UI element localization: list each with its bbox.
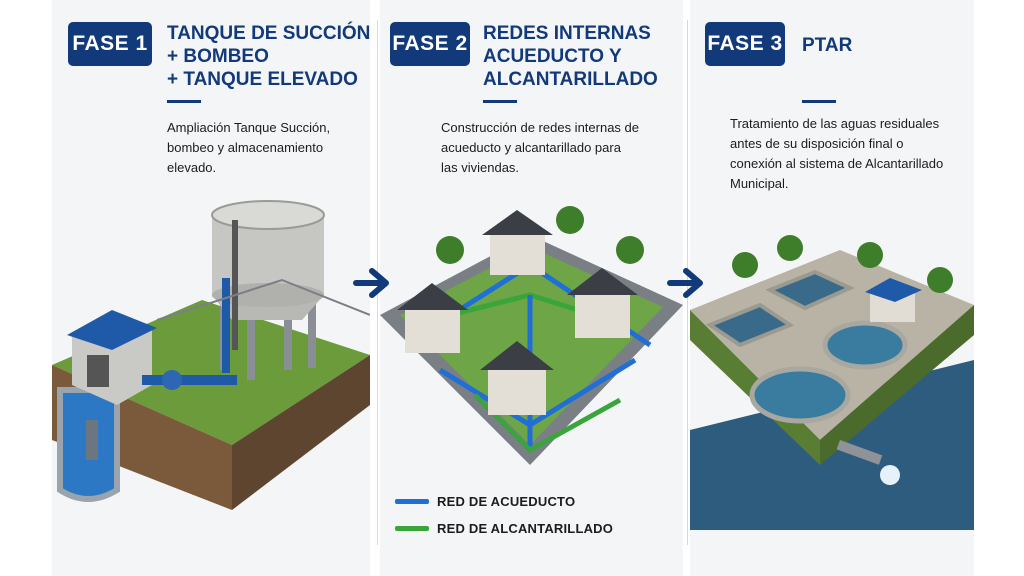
house bbox=[482, 210, 553, 275]
title-underline bbox=[483, 100, 517, 103]
description-line: conexión al sistema de Alcantarillado bbox=[730, 156, 944, 171]
fence bbox=[156, 278, 370, 321]
tree bbox=[732, 252, 758, 278]
tree bbox=[927, 267, 953, 293]
title-underline bbox=[167, 100, 201, 103]
house bbox=[567, 268, 638, 338]
phase-2-badge: FASE 2 bbox=[390, 22, 470, 66]
tree bbox=[556, 206, 584, 234]
legend-swatch bbox=[395, 499, 429, 504]
housing-networks-illustration bbox=[380, 206, 683, 465]
phase-3-description: Tratamiento de las aguas residuales ante… bbox=[730, 114, 943, 194]
title-underline bbox=[802, 100, 836, 103]
description-line: Construcción de redes internas de bbox=[441, 120, 640, 135]
phase-1-title: TANQUE DE SUCCIÓN + BOMBEO + TANQUE ELEV… bbox=[167, 22, 370, 91]
description-line: Municipal. bbox=[730, 176, 789, 191]
tree bbox=[857, 242, 883, 268]
pump-house-roof bbox=[67, 310, 157, 350]
tree bbox=[777, 235, 803, 261]
title-line: PTAR bbox=[802, 35, 853, 56]
embankment bbox=[820, 305, 974, 465]
treatment-plant-illustration bbox=[690, 235, 974, 530]
tank-top bbox=[211, 200, 325, 230]
clarifier bbox=[822, 320, 908, 370]
tank-ladder bbox=[232, 220, 238, 350]
tank-bottom bbox=[212, 283, 324, 307]
soil-side bbox=[232, 355, 370, 510]
rect-tank bbox=[765, 269, 855, 311]
tank-leg bbox=[247, 300, 255, 380]
description-line: antes de su disposición final o bbox=[730, 136, 904, 151]
phase-2-description: Construcción de redes internas de acuedu… bbox=[441, 118, 639, 178]
outfall-splash bbox=[880, 465, 900, 485]
pump-station-illustration bbox=[52, 200, 370, 510]
legend-label: RED DE ALCANTARILLADO bbox=[437, 521, 614, 536]
phase-1-description: Ampliación Tanque Succión, bombeo y alma… bbox=[167, 118, 330, 178]
title-line: REDES INTERNAS bbox=[483, 23, 651, 44]
title-line: + TANQUE ELEVADO bbox=[167, 69, 358, 90]
phase-3-title: PTAR bbox=[802, 34, 852, 57]
title-line: TANQUE DE SUCCIÓN bbox=[167, 23, 371, 44]
title-line: ACUEDUCTO Y bbox=[483, 46, 622, 67]
legend-item-acueducto: RED DE ACUEDUCTO bbox=[395, 494, 575, 509]
discharge-pipe bbox=[142, 375, 237, 385]
description-line: Ampliación Tanque Succión, bbox=[167, 120, 331, 135]
description-line: bombeo y almacenamiento bbox=[167, 140, 324, 155]
tank-leg bbox=[284, 290, 292, 370]
riser-pipe bbox=[222, 278, 230, 373]
description-line: elevado. bbox=[167, 160, 217, 175]
pump-house-door bbox=[87, 355, 109, 387]
legend-label: RED DE ACUEDUCTO bbox=[437, 494, 576, 509]
tank-leg bbox=[308, 298, 316, 368]
legend-swatch bbox=[395, 526, 429, 531]
pump-submersible bbox=[86, 420, 98, 460]
arrow-right-icon bbox=[353, 268, 389, 298]
clarifier bbox=[749, 366, 851, 424]
arrow-right-icon bbox=[667, 268, 703, 298]
phase-2-title: REDES INTERNAS ACUEDUCTO Y ALCANTARILLAD… bbox=[483, 22, 658, 91]
description-line: las viviendas. bbox=[441, 160, 520, 175]
legend-item-alcantarillado: RED DE ALCANTARILLADO bbox=[395, 521, 613, 536]
rect-tank bbox=[705, 302, 795, 348]
tree bbox=[616, 236, 644, 264]
tree bbox=[436, 236, 464, 264]
house bbox=[397, 283, 468, 353]
control-building-roof bbox=[865, 278, 922, 302]
pump-motor bbox=[162, 370, 182, 390]
phase-3-badge: FASE 3 bbox=[705, 22, 785, 66]
title-line: ALCANTARILLADO bbox=[483, 69, 658, 90]
phase-1-badge: FASE 1 bbox=[68, 22, 152, 66]
description-line: acueducto y alcantarillado para bbox=[441, 140, 621, 155]
outfall-pipe bbox=[836, 440, 883, 465]
description-line: Tratamiento de las aguas residuales bbox=[730, 116, 940, 131]
title-line: + BOMBEO bbox=[167, 46, 269, 67]
house bbox=[480, 341, 554, 415]
